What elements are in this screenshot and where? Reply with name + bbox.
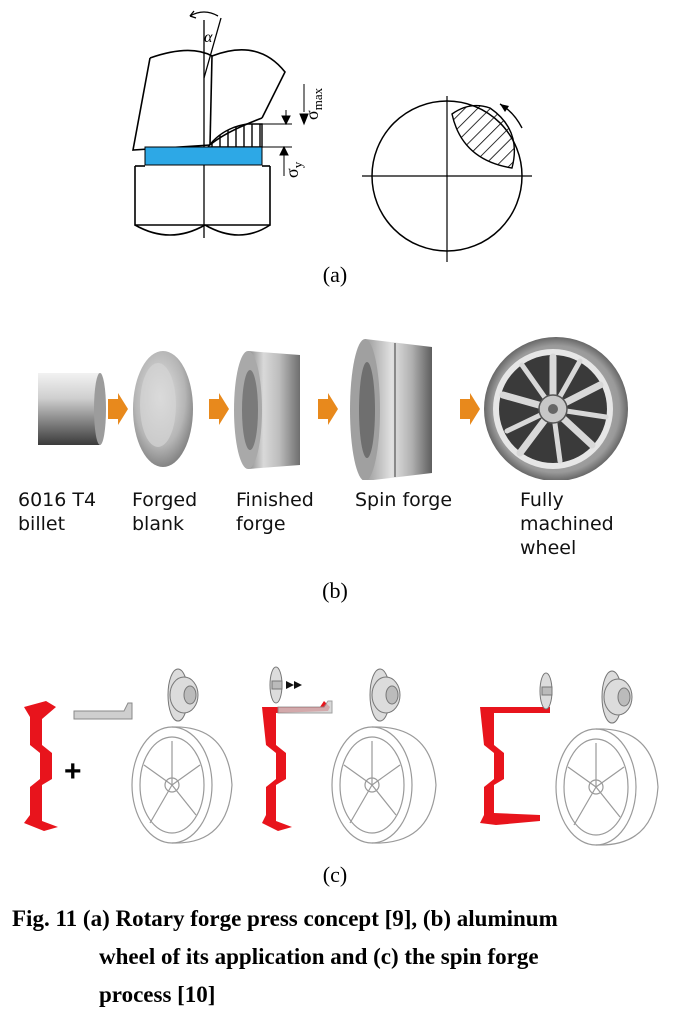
- process-arrow: [209, 393, 229, 425]
- feed-arrow: [286, 681, 294, 689]
- caption-line-1: Fig. 11 (a) Rotary forge press concept […: [12, 906, 558, 931]
- wheel-process-strip: [38, 337, 628, 480]
- caption-line-3: process [10]: [99, 982, 216, 1007]
- spin-forge-process-diagram: +: [24, 666, 659, 846]
- stress-dimension-marks: [279, 84, 309, 176]
- sigma-y-label: σy: [282, 161, 305, 178]
- wheel-outline: [131, 726, 233, 844]
- spinning-roller: [539, 672, 553, 710]
- panel-a-label: (a): [322, 262, 348, 287]
- alpha-symbol: α: [204, 29, 213, 46]
- step-label-spin-forge: Spin forge: [355, 489, 453, 511]
- step-label-billet: 6016 T4 billet: [18, 489, 97, 535]
- wheel-outline: [555, 728, 659, 846]
- pressure-distribution: [206, 123, 263, 148]
- stage-3: [480, 670, 659, 846]
- finished-forge-image: [234, 351, 300, 469]
- step-label-machined-wheel: Fully machined wheel: [520, 489, 614, 559]
- process-arrow: [318, 393, 338, 425]
- billet-image: [38, 373, 106, 445]
- stage-1: +: [24, 668, 233, 844]
- contact-zone: [451, 104, 516, 169]
- stage-2: [262, 666, 437, 844]
- roller-tool: [369, 668, 401, 722]
- red-wheel-profile: [480, 707, 550, 825]
- lower-die: [134, 165, 271, 236]
- red-wheel-profile: [262, 701, 330, 831]
- step-label-forged-blank: Forged blank: [132, 489, 198, 535]
- figure-caption: Fig. 11 (a) Rotary forge press concept […: [12, 900, 672, 1014]
- panel-b-label: (b): [322, 578, 348, 603]
- step-label-finished-forge: Finished forge: [236, 489, 314, 535]
- spin-forge-image: [350, 339, 432, 480]
- feed-arrow: [294, 681, 302, 689]
- caption-line-2: wheel of its application and (c) the spi…: [99, 944, 539, 969]
- wheel-outline: [331, 726, 437, 844]
- machined-wheel-image: [484, 337, 628, 480]
- panel-c-label: (c): [322, 862, 348, 887]
- process-arrow: [108, 393, 128, 425]
- roller-tool: [601, 670, 633, 724]
- preform-bar: [277, 700, 333, 714]
- plus-sign: +: [64, 755, 82, 788]
- contact-area-circle: [362, 96, 532, 262]
- spinning-roller: [269, 666, 283, 704]
- forged-blank-image: [133, 351, 193, 467]
- workpiece: [144, 146, 263, 166]
- process-arrow: [460, 393, 480, 425]
- roller-tool: [167, 668, 199, 722]
- tilted-axis: [189, 10, 222, 238]
- sigma-max-label: σmax: [302, 87, 325, 120]
- rotary-forge-diagram: α σmax σy: [132, 10, 532, 262]
- preform-bar: [73, 702, 133, 720]
- red-wheel-profile: [24, 701, 58, 831]
